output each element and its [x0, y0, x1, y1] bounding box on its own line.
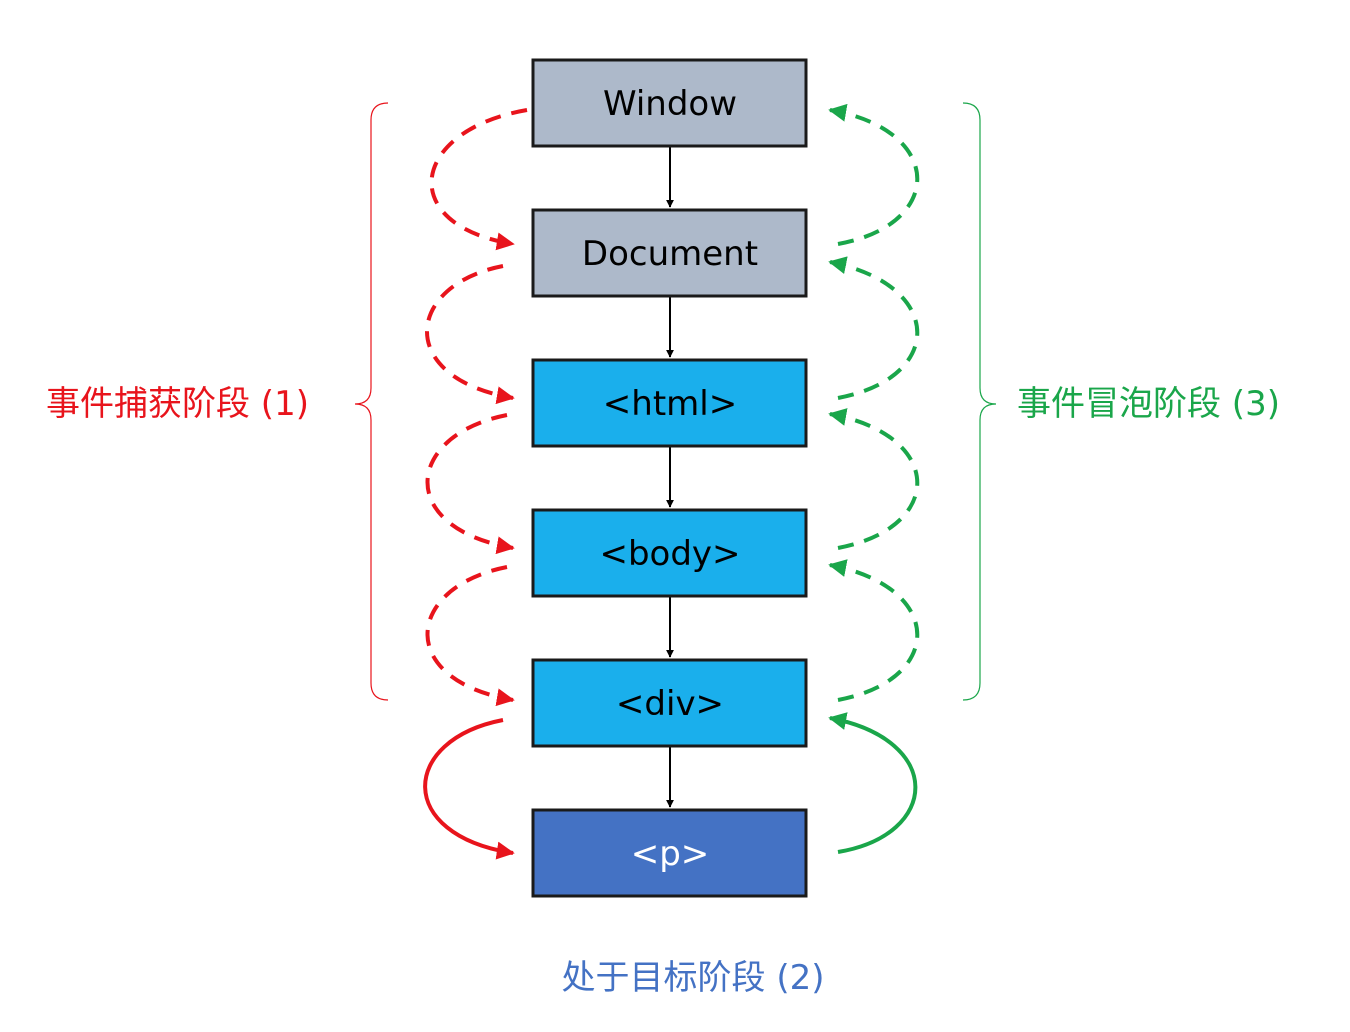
bubble-arrow-document-window — [828, 103, 920, 246]
bubble-arrow-body-html — [828, 408, 920, 550]
bubble-brace — [962, 102, 997, 701]
node-p: <p> — [531, 808, 808, 898]
target-phase-label: 处于目标阶段 (2) — [562, 958, 825, 998]
node-p-label: <p> — [631, 834, 710, 874]
capture-arrow-document-html — [425, 264, 515, 405]
node-html-box — [531, 358, 808, 448]
bubble-arrow-html-document — [828, 256, 920, 400]
bubble-arrow-div-body — [828, 559, 920, 702]
node-document-box — [531, 208, 808, 298]
node-window-label: Window — [603, 84, 737, 124]
node-body-label: <body> — [599, 534, 740, 574]
bubble-phase-label: 事件冒泡阶段 (3) — [1017, 384, 1280, 424]
node-html-label: <html> — [603, 384, 737, 424]
capture-arrow-html-body — [425, 413, 515, 555]
node-document: Document — [531, 208, 808, 298]
node-div: <div> — [531, 658, 808, 748]
node-body: <body> — [531, 508, 808, 598]
node-window: Window — [531, 58, 808, 148]
node-div-label: <div> — [616, 684, 724, 724]
capture-phase-label: 事件捕获阶段 (1) — [46, 384, 309, 424]
bubble-arrows — [828, 103, 920, 854]
node-document-label: Document — [582, 234, 758, 274]
capture-arrow-body-div — [425, 565, 515, 707]
node-html: <html> — [531, 358, 808, 448]
node-div-box — [531, 658, 808, 748]
bubble-arrow-p-div — [828, 712, 918, 854]
capture-arrows — [423, 108, 528, 860]
node-window-box — [531, 58, 808, 148]
capture-arrow-div-p — [423, 718, 515, 860]
node-body-box — [531, 508, 808, 598]
node-p-box — [531, 808, 808, 898]
capture-brace — [354, 102, 389, 701]
capture-arrow-window-document — [429, 108, 528, 251]
